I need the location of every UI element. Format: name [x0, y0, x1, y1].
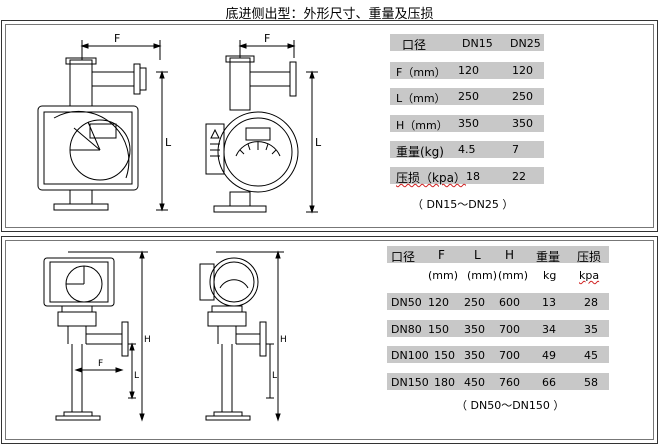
- table1-header-strip: [390, 34, 544, 51]
- table2-cell: DN100: [391, 349, 429, 362]
- table2-cell: 450: [464, 376, 485, 389]
- table2-cell: 150: [434, 349, 455, 362]
- table2-header: F: [438, 248, 445, 262]
- table2-unit: kpa: [579, 269, 600, 282]
- table1-cell: 250: [512, 90, 533, 103]
- table1-cell: 4.5: [458, 143, 476, 156]
- table2-cell: DN50: [391, 296, 422, 309]
- table2-header: L: [474, 248, 481, 262]
- table2-header: H: [505, 248, 515, 262]
- table2-cell: 150: [428, 323, 449, 336]
- table1-row-label: 重量(kg): [396, 145, 444, 159]
- flowmeter-front-view-large: H L: [199, 250, 287, 422]
- drawing-label-f: F: [114, 32, 120, 45]
- table2-header-strip: [387, 246, 609, 263]
- table2-cell: 28: [584, 296, 598, 309]
- drawing-label-l: L: [272, 371, 277, 381]
- table2-cell: 180: [434, 376, 455, 389]
- table2-cell: 350: [464, 323, 485, 336]
- table1-header-dn15: DN15: [462, 37, 493, 50]
- table1-header-size: 口径: [402, 38, 427, 52]
- table2-cell: 13: [542, 296, 556, 309]
- table1-row-label: L（mm）: [396, 92, 446, 105]
- table2-cell: 49: [542, 349, 556, 362]
- table1-cell: 7: [512, 143, 519, 156]
- table2-cell: 35: [584, 323, 598, 336]
- table2-cell: 760: [499, 376, 520, 389]
- table1-row-strip: [390, 167, 544, 184]
- table2-unit: (mm): [498, 269, 529, 282]
- table2-cell: 66: [542, 376, 556, 389]
- table1-caption: （ DN15～DN25 ）: [412, 198, 514, 211]
- table2-cell: DN150: [391, 376, 429, 389]
- bottom-panel: [1, 236, 658, 444]
- table1-row-strip: [390, 141, 544, 158]
- flowmeter-side-view-large: F L H: [43, 250, 151, 422]
- table1-cell: 120: [458, 64, 479, 77]
- flowmeter-side-view-small: F L: [37, 32, 172, 212]
- table1-cell: 350: [458, 117, 479, 130]
- top-panel-inner: [5, 24, 654, 228]
- table2-row-strip: [387, 346, 609, 363]
- drawing-label-l: L: [165, 136, 172, 149]
- table2-header: 口径: [391, 250, 416, 264]
- bottom-panel-inner: [5, 240, 654, 440]
- table1-row-strip: [390, 62, 544, 79]
- table2-unit: kg: [543, 269, 557, 282]
- drawing-label-l: L: [315, 136, 322, 149]
- table2-unit: (mm): [428, 269, 459, 282]
- table2-unit: (mm): [467, 269, 498, 282]
- table2-cell: 250: [464, 296, 485, 309]
- table1-cell: 250: [458, 90, 479, 103]
- table2-row-strip: [387, 293, 609, 310]
- page-title: 底进侧出型：外形尺寸、重量及压损: [225, 7, 434, 22]
- drawing-label-h: H: [144, 335, 151, 345]
- table1-row-strip: [390, 88, 544, 105]
- table1-row-label: F（mm）: [396, 66, 446, 79]
- table1-row-label: 压损（kpa）: [396, 171, 466, 185]
- table2-header: 压损: [577, 250, 602, 264]
- table2-cell: 45: [584, 349, 598, 362]
- table2-cell: DN80: [391, 323, 422, 336]
- table1-cell: 350: [512, 117, 533, 130]
- table2-cell: 700: [499, 349, 520, 362]
- drawing-label-h: H: [280, 335, 287, 345]
- table1-cell: 22: [512, 170, 526, 183]
- table2-cell: 600: [499, 296, 520, 309]
- drawing-label-l: L: [134, 371, 139, 381]
- drawing-label-f: F: [264, 32, 270, 45]
- table2-cell: 120: [428, 296, 449, 309]
- table2-cell: 350: [464, 349, 485, 362]
- table1-cell: 18: [466, 170, 480, 183]
- drawing-label-f: F: [98, 359, 103, 369]
- table2-header: 重量: [536, 250, 561, 264]
- table2-caption: （ DN50～DN150 ）: [456, 399, 565, 412]
- table2-cell: 700: [499, 323, 520, 336]
- table2-cell: 58: [584, 376, 598, 389]
- table2-row-strip: [387, 320, 609, 337]
- table1-cell: 120: [512, 64, 533, 77]
- table1-row-label: H（mm）: [396, 119, 448, 132]
- table2-row-strip: [387, 373, 609, 390]
- top-panel: [1, 20, 658, 232]
- table1-header-dn25: DN25: [510, 37, 541, 50]
- table2-cell: 34: [542, 323, 556, 336]
- flowmeter-front-view-small: F L: [205, 32, 322, 214]
- table1-row-strip: [390, 115, 544, 132]
